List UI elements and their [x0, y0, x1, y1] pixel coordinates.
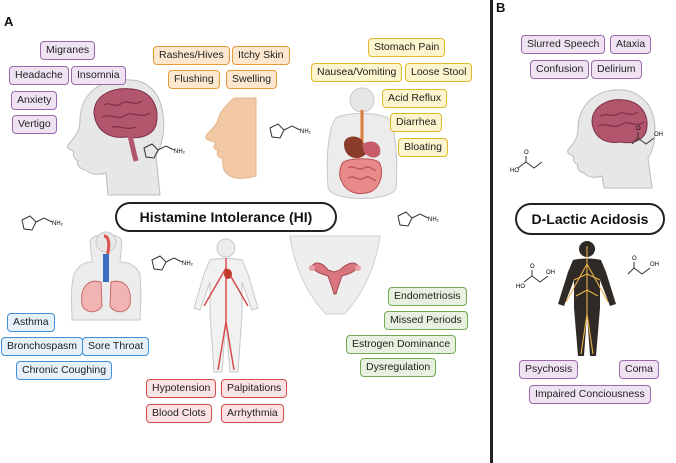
- tag-headache: Headache: [9, 66, 69, 85]
- tag-bloating: Bloating: [398, 138, 448, 157]
- svg-text:NH₂: NH₂: [52, 221, 64, 227]
- tag-estrogen-dominance: Estrogen Dominance: [346, 335, 457, 354]
- histamine-molecule-3: NH₂: [21, 215, 64, 231]
- d-lactic-acidosis-title: D-Lactic Acidosis: [515, 203, 665, 235]
- tag-missed-periods: Missed Periods: [384, 311, 468, 330]
- tag-nausea-vomiting: Nausea/Vomiting: [311, 63, 403, 82]
- tag-hypotension: Hypotension: [146, 379, 217, 398]
- lactic-acid-molecule-4: O OH: [627, 256, 659, 275]
- tag-palpitations: Palpitations: [221, 379, 288, 398]
- svg-text:OH: OH: [650, 262, 659, 268]
- histamine-intolerance-title: Histamine Intolerance (HI): [115, 202, 337, 232]
- svg-text:O: O: [636, 126, 641, 132]
- circulatory-body-illustration: [193, 238, 259, 373]
- panel-divider: [490, 0, 493, 463]
- panel-b-letter: B: [496, 0, 506, 15]
- tag-bronchospasm: Bronchospasm: [1, 337, 84, 356]
- histamine-molecule-4: NH₂: [151, 255, 194, 271]
- svg-text:NH₂: NH₂: [182, 261, 194, 267]
- tag-arrhythmia: Arrhythmia: [221, 404, 284, 423]
- head-brain-illustration: [67, 79, 165, 196]
- tag-anxiety: Anxiety: [11, 91, 58, 110]
- tag-coma: Coma: [619, 360, 660, 379]
- tag-impaired-conciousness: Impaired Conciousness: [529, 385, 651, 404]
- svg-text:HO: HO: [510, 168, 519, 174]
- svg-text:O: O: [524, 150, 529, 156]
- tag-chronic-coughing: Chronic Coughing: [16, 361, 113, 380]
- lactic-acid-molecule-1: O HO: [510, 150, 543, 174]
- tag-acid-reflux: Acid Reflux: [382, 89, 448, 108]
- tag-delirium: Delirium: [591, 60, 642, 79]
- panel-a-letter: A: [4, 14, 14, 29]
- tag-loose-stool: Loose Stool: [405, 63, 473, 82]
- tag-asthma: Asthma: [7, 313, 55, 332]
- histamine-molecule-5: NH₂: [397, 211, 440, 227]
- svg-text:NH₂: NH₂: [174, 149, 186, 155]
- lactic-acid-molecule-2: O OH: [631, 126, 663, 145]
- lactic-acid-molecule-3: O OH HO: [516, 264, 555, 290]
- svg-text:HO: HO: [516, 284, 525, 290]
- tag-itchy-skin: Itchy Skin: [232, 46, 290, 65]
- tag-blood-clots: Blood Clots: [146, 404, 212, 423]
- tag-swelling: Swelling: [226, 70, 278, 89]
- svg-text:O: O: [632, 256, 637, 262]
- tag-vertigo: Vertigo: [12, 115, 57, 134]
- histamine-molecule-2: NH₂: [269, 123, 312, 139]
- tag-flushing: Flushing: [168, 70, 220, 89]
- tag-dysregulation: Dysregulation: [360, 358, 437, 377]
- tag-slurred-speech: Slurred Speech: [521, 35, 606, 54]
- nervous-system-body-illustration: [558, 241, 616, 356]
- tag-insomnia: Insomnia: [71, 66, 126, 85]
- svg-text:NH₂: NH₂: [300, 129, 312, 135]
- head-brain-illustration-b: [567, 89, 656, 189]
- tag-rashes-hives: Rashes/Hives: [153, 46, 230, 65]
- tag-diarrhea: Diarrhea: [390, 113, 443, 132]
- tag-sore-throat: Sore Throat: [82, 337, 150, 356]
- histamine-molecule-1: NH₂: [143, 143, 186, 159]
- tag-migranes: Migranes: [40, 41, 96, 60]
- torso-gi-illustration: [326, 87, 398, 199]
- tag-endometriosis: Endometriosis: [388, 287, 467, 306]
- svg-text:OH: OH: [654, 132, 663, 138]
- tag-stomach-pain: Stomach Pain: [368, 38, 446, 57]
- face-profile-illustration: [205, 97, 257, 179]
- svg-text:NH₂: NH₂: [428, 217, 440, 223]
- lungs-illustration: [71, 231, 142, 321]
- uterus-illustration: [289, 235, 381, 315]
- svg-text:OH: OH: [546, 270, 555, 276]
- tag-ataxia: Ataxia: [610, 35, 652, 54]
- svg-text:O: O: [530, 264, 535, 270]
- tag-confusion: Confusion: [530, 60, 590, 79]
- tag-psychosis: Psychosis: [519, 360, 579, 379]
